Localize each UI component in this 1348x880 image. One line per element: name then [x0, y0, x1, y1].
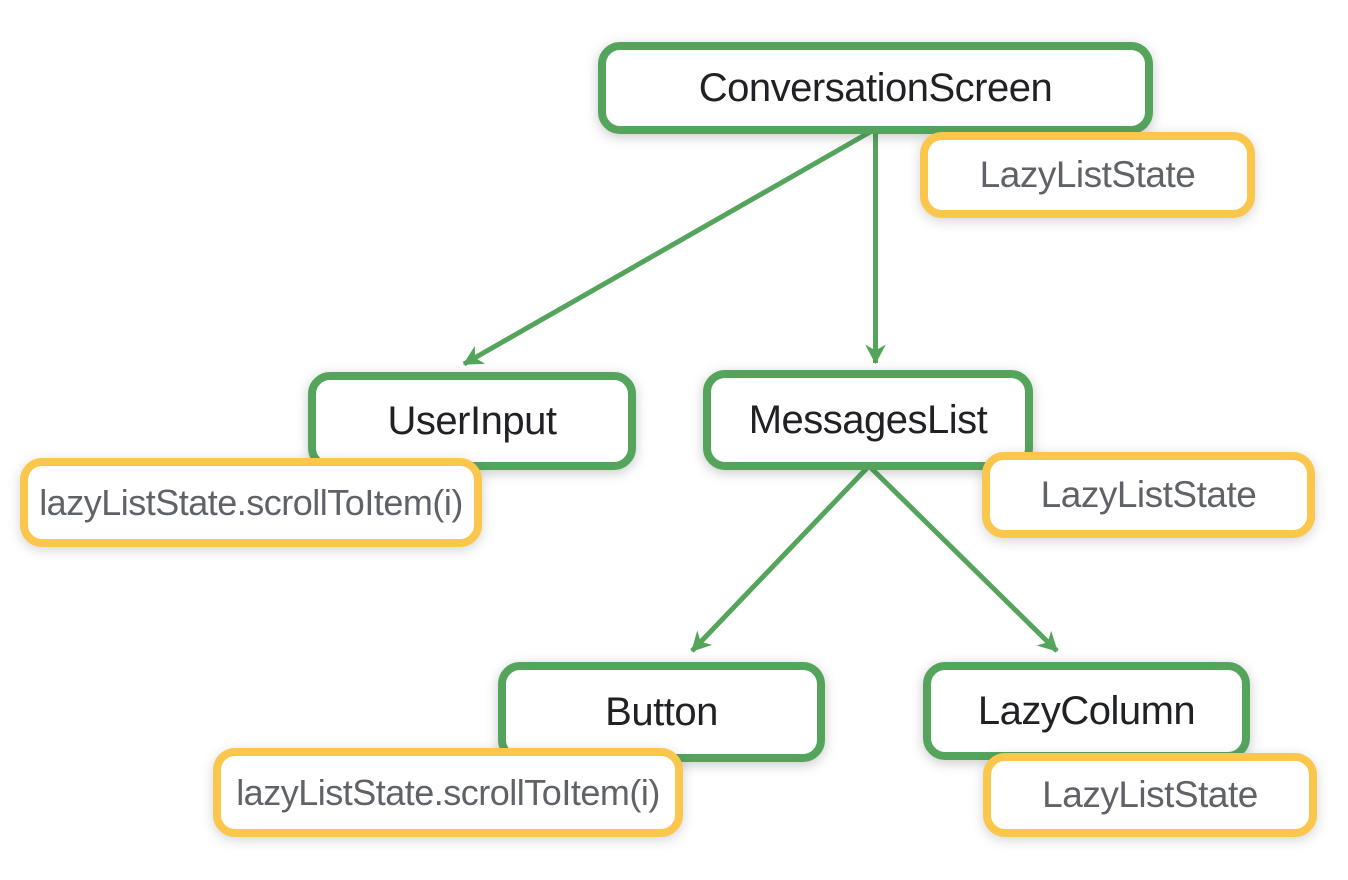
- edge-conversationscreen-userinput: [462, 129, 872, 367]
- node-button: Button: [498, 662, 825, 762]
- badge-scrolltoitem-button: lazyListState.scrollToItem(i): [213, 748, 683, 837]
- badge-lazyliststate-lazycolumn: LazyListState: [983, 753, 1317, 837]
- edge-messageslist-lazycolumn: [867, 464, 1059, 653]
- node-user-input: UserInput: [308, 372, 636, 470]
- node-conversation-screen: ConversationScreen: [598, 42, 1153, 134]
- badge-lazyliststate-conversationscreen: LazyListState: [920, 132, 1255, 218]
- badge-lazyliststate-messageslist: LazyListState: [982, 452, 1315, 538]
- node-lazy-column: LazyColumn: [923, 662, 1250, 760]
- badge-scrolltoitem-userinput: lazyListState.scrollToItem(i): [20, 458, 482, 547]
- edge-messageslist-button: [690, 464, 871, 653]
- node-messages-list: MessagesList: [703, 370, 1033, 470]
